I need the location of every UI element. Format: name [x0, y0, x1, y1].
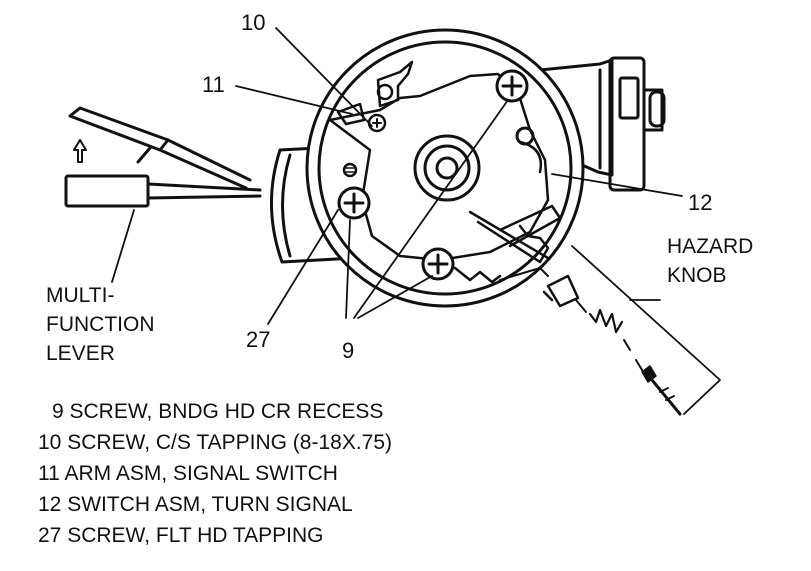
leader-lines — [111, 27, 683, 325]
connector-block — [538, 56, 666, 192]
hazard-knob-parts — [542, 245, 721, 416]
callout-9: 9 — [342, 338, 354, 363]
legend-item: 9 SCREW, BNDG HD CR RECESS — [52, 400, 384, 423]
lever-label-line3: LEVER — [46, 342, 115, 365]
legend-item: 10 SCREW, C/S TAPPING (8-18X.75) — [38, 431, 393, 454]
callout-11: 11 — [202, 72, 225, 97]
legend-item: 27 SCREW, FLT HD TAPPING — [38, 524, 324, 547]
callout-12: 12 — [688, 190, 712, 215]
hazard-knob-label-line2: KNOB — [667, 264, 727, 287]
callout-27: 27 — [246, 327, 270, 352]
lever-label-line2: FUNCTION — [46, 313, 155, 336]
parts-legend: 9 SCREW, BNDG HD CR RECESS 10 SCREW, C/S… — [38, 396, 392, 551]
screw-bottom — [421, 247, 455, 281]
screw-left — [337, 186, 371, 220]
lever-label-line1: MULTI- — [46, 284, 114, 307]
legend-item: 12 SWITCH ASM, TURN SIGNAL — [38, 493, 353, 516]
screw-top-right — [495, 69, 529, 103]
callout-10: 10 — [241, 10, 265, 35]
hazard-knob-label-line1: HAZARD — [667, 235, 753, 258]
legend-item: 11 ARM ASM, SIGNAL SWITCH — [38, 462, 338, 485]
